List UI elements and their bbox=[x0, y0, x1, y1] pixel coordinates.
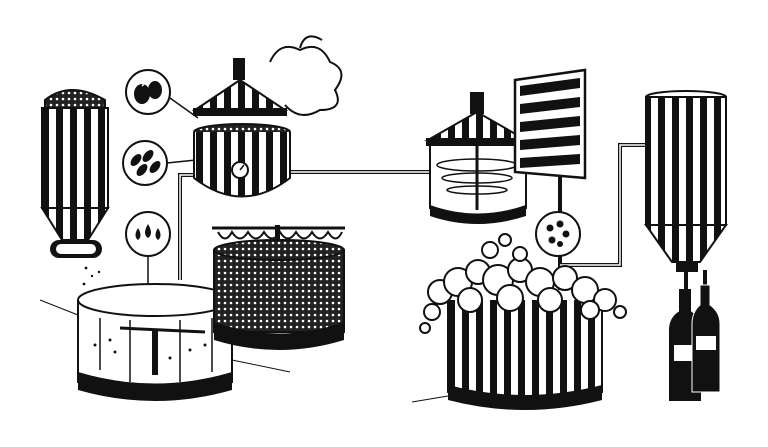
lauter-tun-icon bbox=[212, 225, 345, 350]
bottle-icon bbox=[669, 284, 721, 401]
water-drops-icon bbox=[125, 211, 171, 295]
ground-lines bbox=[39, 299, 449, 403]
grain-icon bbox=[122, 140, 168, 186]
grain-silo-icon bbox=[40, 89, 110, 300]
whirlpool-icon bbox=[424, 92, 530, 224]
mash-tun-icon bbox=[77, 283, 233, 401]
chiller-icon bbox=[513, 68, 587, 180]
yeast-icon bbox=[535, 211, 581, 257]
fermenter-icon bbox=[419, 233, 627, 410]
tank-icon bbox=[644, 90, 728, 272]
kettle-icon bbox=[191, 35, 343, 198]
hops-icon bbox=[125, 69, 171, 115]
